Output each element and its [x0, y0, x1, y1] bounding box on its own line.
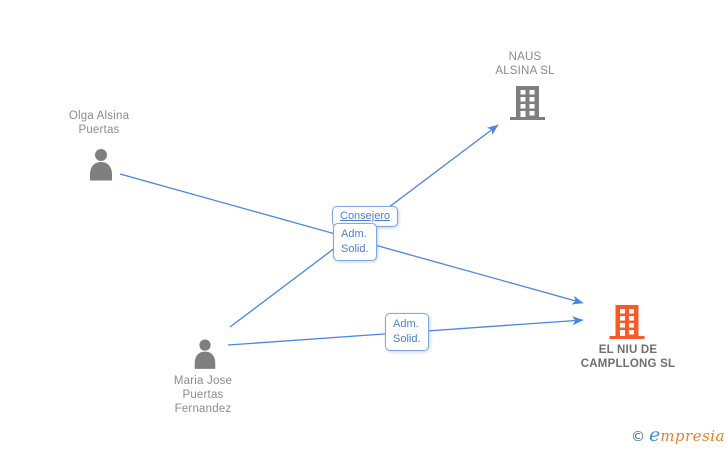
person-icon-olga[interactable] — [86, 148, 116, 186]
person-icon-maria[interactable] — [191, 338, 219, 375]
company-icon-naus[interactable] — [510, 85, 545, 126]
consejero-link[interactable]: Consejero — [340, 210, 391, 222]
empresia-watermark: © empresia — [631, 424, 725, 446]
person-label-maria-line2: Puertas — [182, 389, 224, 401]
person-label-maria-line1: Maria Jose — [173, 375, 233, 387]
empresia-logo-rest: mpresia — [660, 427, 725, 445]
person-label-olga[interactable]: Olga Alsina Puertas — [39, 109, 159, 137]
person-label-maria-line3: Fernandez — [174, 403, 232, 415]
company-label-elniu-line1: EL NIU DE — [598, 344, 658, 356]
adm-solid-olga-line2: Solid. — [341, 243, 369, 255]
company-label-naus-line2: ALSINA SL — [495, 65, 555, 77]
company-label-naus-line1: NAUS — [508, 51, 542, 63]
adm-solid-maria-line1: Adm. — [393, 318, 419, 330]
company-icon-elniu[interactable] — [609, 305, 645, 344]
edge-label-adm-solid-maria[interactable]: Adm. Solid. — [385, 313, 429, 351]
adm-solid-olga-line1: Adm. — [341, 228, 367, 240]
company-label-elniu[interactable]: EL NIU DE CAMPLLONG SL — [552, 343, 704, 371]
person-label-maria[interactable]: Maria Jose Puertas Fernandez — [143, 374, 263, 416]
empresia-logo: empresia — [649, 424, 725, 446]
person-label-olga-line2: Puertas — [78, 124, 120, 136]
company-label-naus[interactable]: NAUS ALSINA SL — [465, 50, 585, 78]
copyright-icon: © — [630, 429, 645, 445]
company-label-elniu-line2: CAMPLLONG SL — [580, 358, 676, 370]
empresia-logo-initial: e — [648, 424, 661, 446]
person-label-olga-line1: Olga Alsina — [68, 110, 130, 122]
edge-label-adm-solid-olga[interactable]: Adm. Solid. — [333, 223, 377, 261]
adm-solid-maria-line2: Solid. — [393, 333, 421, 345]
